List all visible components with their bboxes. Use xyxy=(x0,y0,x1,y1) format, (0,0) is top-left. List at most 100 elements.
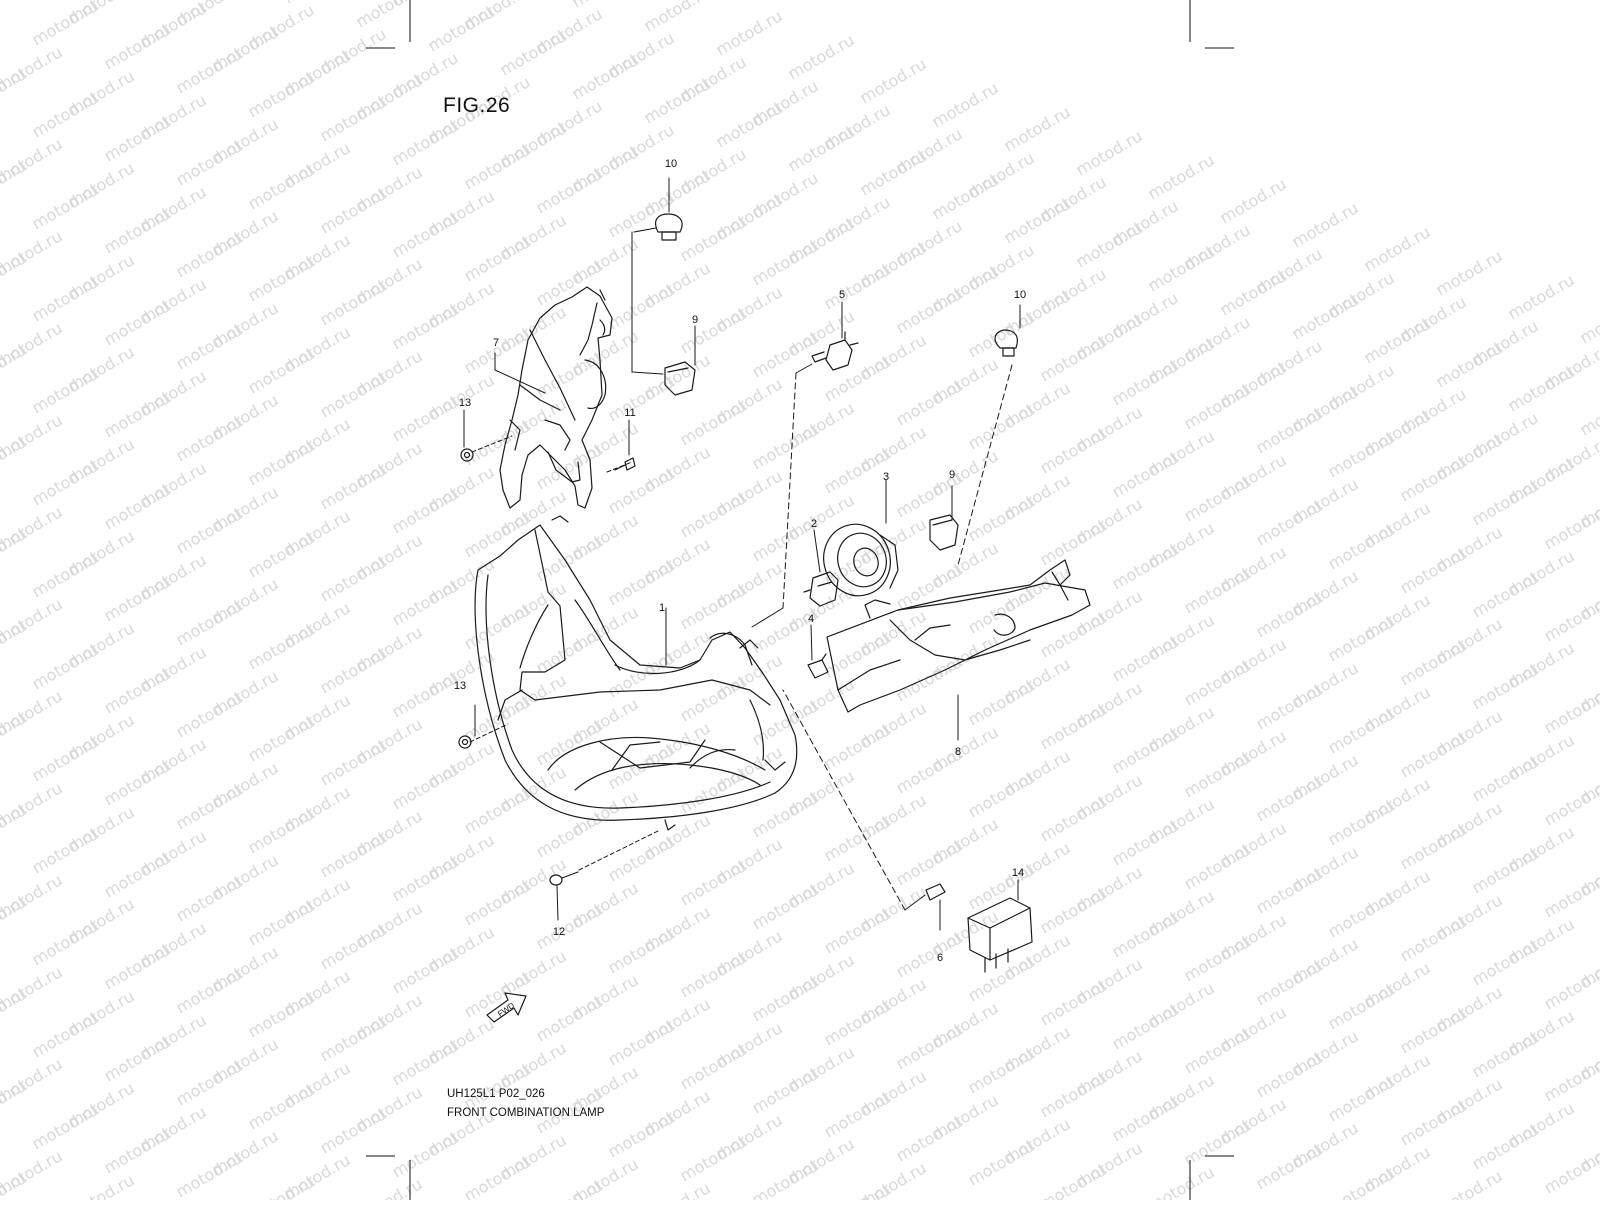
watermark-text: motod.ru xyxy=(101,1124,174,1177)
watermark-text: motod.ru xyxy=(749,1156,822,1200)
watermark-text: motod.ru xyxy=(1469,752,1542,805)
watermark-text: motod.ru xyxy=(101,296,174,349)
watermark-text: motod.ru xyxy=(1037,976,1110,1029)
watermark-text: motod.ru xyxy=(893,1112,966,1165)
watermark-text: motod.ru xyxy=(173,228,246,281)
watermark-text: motod.ru xyxy=(1253,772,1326,825)
watermark-text: motod.ru xyxy=(1253,864,1326,917)
watermark-text: motod.ru xyxy=(677,856,750,909)
watermark-text: motod.ru xyxy=(605,1016,678,1069)
watermark-text: motod.ru xyxy=(1469,1120,1542,1173)
watermark-text: motod.ru xyxy=(1073,218,1146,271)
watermark-text: motod.ru xyxy=(677,580,750,633)
watermark-text: motod.ru xyxy=(389,668,462,721)
watermark-text: motod.ru xyxy=(317,276,390,329)
watermark-text: motod.ru xyxy=(1325,428,1398,481)
watermark-text: motod.ru xyxy=(317,368,390,421)
watermark-text: motod.ru xyxy=(857,54,930,107)
watermark-text: motod.ru xyxy=(605,556,678,609)
watermark-text: motod.ru xyxy=(461,232,534,285)
watermark-text: motod.ru xyxy=(677,304,750,357)
watermark-text: motod.ru xyxy=(317,920,390,973)
watermark-text: motod.ru xyxy=(29,456,102,509)
watermark-text: motod.ru xyxy=(317,92,390,145)
watermark-text: motod.ru xyxy=(1505,270,1578,323)
watermark-text: motod.ru xyxy=(1037,792,1110,845)
screw-small xyxy=(615,458,635,470)
watermark-text: motod.ru xyxy=(677,396,750,449)
watermark-text: motod.ru xyxy=(965,400,1038,453)
watermark-text: motod.ru xyxy=(1145,242,1218,295)
watermark-text: motod.ru xyxy=(1037,700,1110,753)
watermark-text: motod.ru xyxy=(605,280,678,333)
watermark-text: motod.ru xyxy=(245,436,318,489)
watermark-text: motod.ru xyxy=(749,972,822,1025)
watermark-text: motod.ru xyxy=(29,0,102,49)
watermark-text: motod.ru xyxy=(965,1044,1038,1097)
watermark-text: motod.ru xyxy=(29,732,102,785)
watermark-text: motod.ru xyxy=(245,712,318,765)
watermark-text: motod.ru xyxy=(1253,404,1326,457)
watermark-text: motod.ru xyxy=(1181,1024,1254,1077)
callout-part-3: 3 xyxy=(883,471,889,483)
watermark-text: motod.ru xyxy=(461,784,534,837)
watermark-text: motod.ru xyxy=(893,376,966,429)
watermark-text: motod.ru xyxy=(461,600,534,653)
watermark-text: motod.ru xyxy=(1037,516,1110,569)
watermark-text: motod.ru xyxy=(29,1008,102,1061)
watermark-text: motod.ru xyxy=(425,2,498,55)
watermark-text: motod.ru xyxy=(1037,332,1110,385)
watermark-text: motod.ru xyxy=(1253,1140,1326,1193)
watermark-text: motod.ru xyxy=(317,1104,390,1157)
watermark-text: motod.ru xyxy=(173,964,246,1017)
watermark-text: motod.ru xyxy=(605,740,678,793)
watermark-text: motod.ru xyxy=(965,952,1038,1005)
watermark-text: motod.ru xyxy=(1361,314,1434,367)
watermark-text: motod.ru xyxy=(1541,592,1600,645)
watermark-text: motod.ru xyxy=(677,1132,750,1185)
watermark-text: motod.ru xyxy=(533,808,606,861)
watermark-text: motod.ru xyxy=(1073,126,1146,179)
watermark-text: motod.ru xyxy=(533,532,606,585)
watermark-text: motod.ru xyxy=(1109,1092,1182,1145)
watermark-text: motod.ru xyxy=(1109,908,1182,961)
watermark-text: motod.ru xyxy=(893,652,966,705)
watermark-text: motod.ru xyxy=(1397,820,1470,873)
diagram-code: UH125L1 P02_026 xyxy=(447,1088,545,1100)
watermark-text: motod.ru xyxy=(0,0,66,3)
watermark-text: motod.ru xyxy=(677,488,750,541)
watermark-text: motod.ru xyxy=(1433,1166,1506,1200)
watermark-text: motod.ru xyxy=(821,720,894,773)
watermark-text: motod.ru xyxy=(245,988,318,1041)
callout-part-9-right: 9 xyxy=(949,469,955,481)
watermark-text: motod.ru xyxy=(749,788,822,841)
watermark-text: motod.ru xyxy=(749,1064,822,1117)
watermark-text: motod.ru xyxy=(101,940,174,993)
watermark-text: motod.ru xyxy=(965,584,1038,637)
watermark-text: motod.ru xyxy=(677,1040,750,1093)
watermark-text: motod.ru xyxy=(245,68,318,121)
watermark-text: motod.ru xyxy=(461,416,534,469)
watermark-text: motod.ru xyxy=(965,308,1038,361)
watermark-text: motod.ru xyxy=(749,328,822,381)
watermark-text: motod.ru xyxy=(1145,1162,1218,1200)
watermark-text: motod.ru xyxy=(461,876,534,929)
watermark-text: motod.ru xyxy=(1325,520,1398,573)
watermark-text: motod.ru xyxy=(1361,222,1434,275)
watermark-text: motod.ru xyxy=(101,112,174,165)
watermark-text: motod.ru xyxy=(1181,472,1254,525)
watermark-text: motod.ru xyxy=(1397,636,1470,689)
watermark-text: motod.ru xyxy=(101,664,174,717)
watermark-text: motod.ru xyxy=(533,164,606,217)
watermark-text: motod.ru xyxy=(389,208,462,261)
watermark-text: motod.ru xyxy=(245,344,318,397)
callout-part-2: 2 xyxy=(811,518,817,530)
watermark-text: motod.ru xyxy=(29,824,102,877)
watermark-text: motod.ru xyxy=(1325,612,1398,665)
watermark-text: motod.ru xyxy=(1109,356,1182,409)
watermark-text: motod.ru xyxy=(1253,956,1326,1009)
watermark-text: motod.ru xyxy=(1109,632,1182,685)
callout-part-14: 14 xyxy=(1012,867,1024,879)
